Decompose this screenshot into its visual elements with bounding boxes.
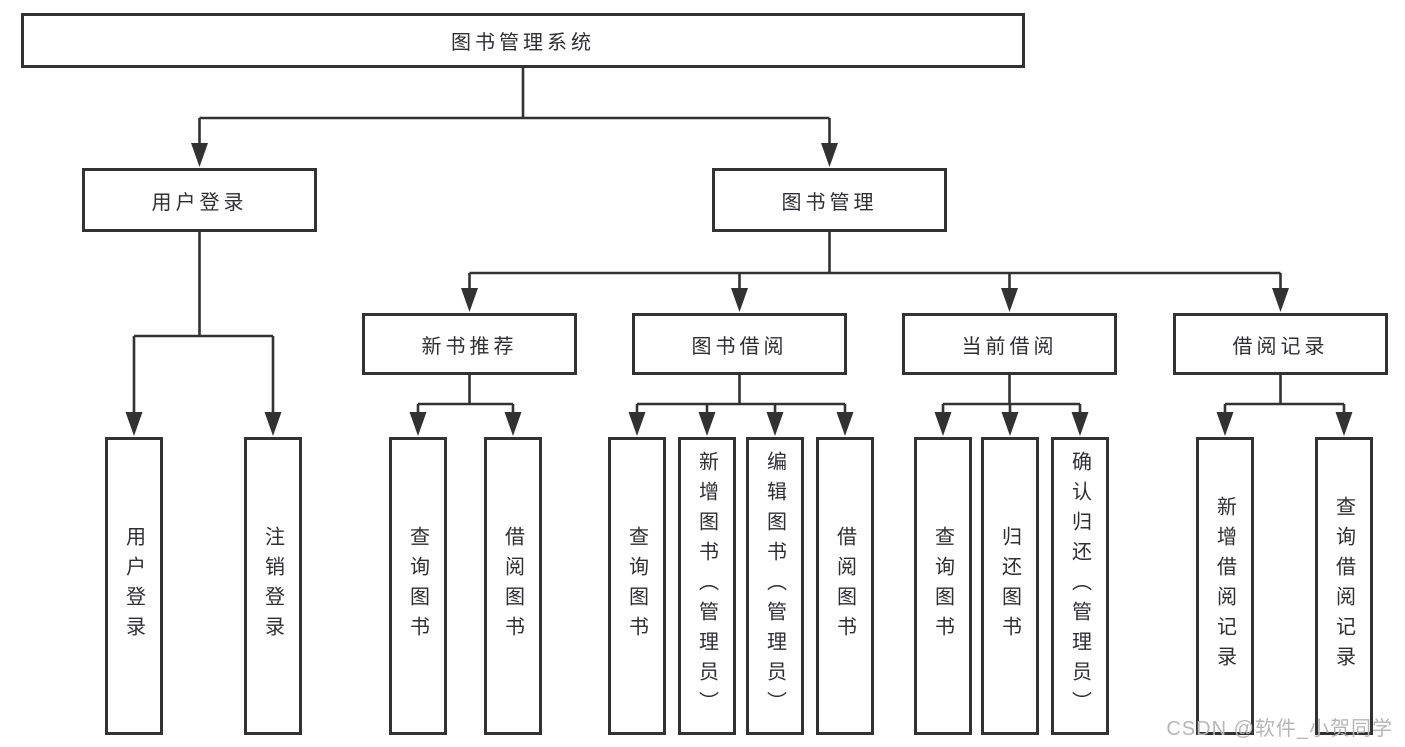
node-new-book-recommend: 新书推荐 bbox=[362, 313, 577, 375]
connector-root bbox=[191, 68, 838, 167]
arrowhead-icon bbox=[1335, 412, 1353, 436]
node-borrow-records: 借阅记录 bbox=[1173, 313, 1388, 375]
node-new-book-recommend-label: 新书推荐 bbox=[421, 335, 518, 358]
arrowhead-icon bbox=[125, 412, 143, 436]
watermark: CSDN @软件_小贺同学 bbox=[1166, 718, 1393, 740]
connector-current-borrow bbox=[934, 375, 1089, 436]
node-book-management-label: 图书管理 bbox=[781, 191, 878, 214]
arrowhead-icon bbox=[731, 288, 748, 312]
node-book-borrow-label: 图书借阅 bbox=[691, 335, 788, 358]
connector-book-borrow bbox=[628, 375, 854, 436]
arrowhead-icon bbox=[1001, 288, 1018, 312]
arrowhead-icon bbox=[1071, 412, 1089, 436]
arrowhead-icon bbox=[409, 412, 427, 436]
arrowhead-icon bbox=[836, 412, 854, 436]
leaf-query-book-recommend-label: 查询图书 bbox=[406, 526, 429, 646]
leaf-query-borrow-record-label: 查询借阅记录 bbox=[1332, 496, 1355, 676]
arrowhead-icon bbox=[1272, 288, 1289, 312]
leaf-query-book-borrow-label: 查询图书 bbox=[625, 526, 648, 646]
node-borrow-records-label: 借阅记录 bbox=[1232, 335, 1329, 358]
leaf-query-borrow-record: 查询借阅记录 bbox=[1315, 437, 1373, 735]
arrowhead-icon bbox=[264, 412, 282, 436]
arrowhead-icon bbox=[461, 288, 478, 312]
leaf-edit-book-admin: 编辑图书（管理员） bbox=[746, 437, 804, 735]
node-current-borrow: 当前借阅 bbox=[902, 313, 1117, 375]
leaf-borrow-book: 借阅图书 bbox=[816, 437, 874, 735]
node-user-login-label: 用户登录 bbox=[151, 191, 248, 214]
node-book-borrow: 图书借阅 bbox=[632, 313, 847, 375]
arrowhead-icon bbox=[934, 412, 952, 436]
node-current-borrow-label: 当前借阅 bbox=[961, 335, 1058, 358]
arrowhead-icon bbox=[821, 143, 838, 167]
arrowhead-icon bbox=[1216, 412, 1234, 436]
leaf-logout: 注销登录 bbox=[244, 437, 302, 735]
node-library-system-label: 图书管理系统 bbox=[451, 32, 595, 54]
node-user-login: 用户登录 bbox=[82, 168, 317, 232]
connector-book-management bbox=[461, 232, 1289, 312]
node-book-management: 图书管理 bbox=[712, 168, 947, 232]
arrowhead-icon bbox=[504, 412, 522, 436]
leaf-edit-book-admin-label: 编辑图书（管理员） bbox=[763, 451, 786, 721]
leaf-add-book-admin: 新增图书（管理员） bbox=[678, 437, 736, 735]
leaf-user-login-label: 用户登录 bbox=[122, 526, 145, 646]
leaf-logout-label: 注销登录 bbox=[261, 526, 284, 646]
leaf-query-book-current: 查询图书 bbox=[914, 437, 972, 735]
arrowhead-icon bbox=[628, 412, 646, 436]
leaf-confirm-return-admin-label: 确认归还（管理员） bbox=[1068, 451, 1091, 721]
node-library-system: 图书管理系统 bbox=[21, 13, 1025, 68]
arrowhead-icon bbox=[766, 412, 784, 436]
connector-user-login bbox=[125, 232, 282, 436]
leaf-query-book-recommend: 查询图书 bbox=[389, 437, 447, 735]
leaf-query-book-current-label: 查询图书 bbox=[931, 526, 954, 646]
arrowhead-icon bbox=[698, 412, 716, 436]
connector-borrow-records bbox=[1216, 375, 1353, 436]
arrowhead-icon bbox=[1001, 412, 1019, 436]
leaf-borrow-book-recommend-label: 借阅图书 bbox=[501, 526, 524, 646]
leaf-borrow-book-label: 借阅图书 bbox=[833, 526, 856, 646]
leaf-return-book: 归还图书 bbox=[981, 437, 1039, 735]
leaf-return-book-label: 归还图书 bbox=[998, 526, 1021, 646]
leaf-user-login: 用户登录 bbox=[105, 437, 163, 735]
leaf-confirm-return-admin: 确认归还（管理员） bbox=[1051, 437, 1109, 735]
leaf-add-book-admin-label: 新增图书（管理员） bbox=[695, 451, 718, 721]
connector-new-book-recommend bbox=[409, 375, 522, 436]
leaf-add-borrow-record-label: 新增借阅记录 bbox=[1213, 496, 1236, 676]
leaf-query-book-borrow: 查询图书 bbox=[608, 437, 666, 735]
leaf-borrow-book-recommend: 借阅图书 bbox=[484, 437, 542, 735]
leaf-add-borrow-record: 新增借阅记录 bbox=[1196, 437, 1254, 735]
arrowhead-icon bbox=[191, 143, 208, 167]
